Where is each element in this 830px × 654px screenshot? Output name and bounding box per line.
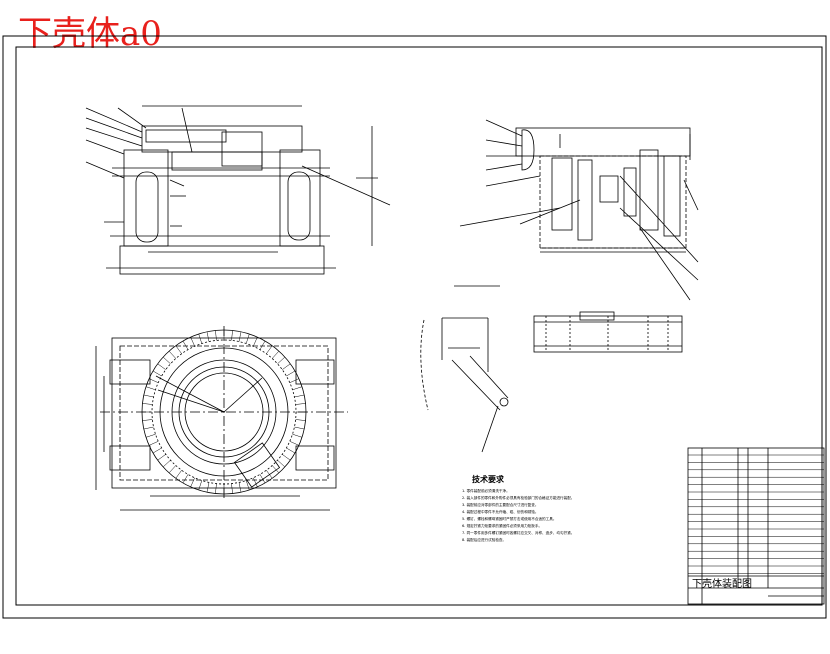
title-block-name: 下壳体装配图 — [692, 579, 752, 590]
ring-tick — [143, 426, 154, 430]
technical-requirements-title: 技术要求 — [472, 475, 504, 484]
ring-tick — [145, 386, 156, 391]
ring-tick — [253, 336, 258, 347]
side-elevation-view — [459, 119, 699, 301]
ring-tick — [266, 345, 273, 354]
ring-tick — [238, 482, 242, 493]
parts-list-table — [687, 447, 825, 605]
ring-tick — [206, 331, 210, 342]
ring-tick — [292, 433, 303, 438]
ring-tick — [286, 370, 296, 377]
ring-tick — [182, 340, 189, 350]
ring-tick — [245, 333, 250, 344]
inner-border — [15, 46, 823, 606]
ring-tick — [168, 350, 176, 359]
ring-tick — [277, 356, 286, 364]
ring-tick — [175, 470, 182, 479]
ring-tick — [206, 482, 210, 493]
ring-tick — [157, 454, 166, 461]
ring-tick — [259, 474, 266, 484]
ring-tick — [272, 350, 280, 359]
ring-tick — [162, 460, 171, 468]
ring-tick — [148, 378, 159, 383]
ring-tick — [272, 465, 280, 474]
ring-tick — [190, 477, 195, 488]
tech-note: 4. 装配过程中零件不允许磕、碰、划伤和锈蚀。 — [462, 510, 539, 514]
ring-tick — [152, 447, 162, 454]
plan-view — [95, 326, 348, 511]
ring-tick — [175, 345, 182, 354]
ring-tick — [231, 483, 233, 494]
ring-tick — [142, 403, 153, 405]
ring-tick — [266, 470, 273, 479]
ring-tick — [143, 394, 154, 398]
outer-border — [2, 35, 827, 619]
ring-tick — [215, 483, 217, 494]
tech-note: 7. 同一零件用多件螺钉紧固时各螺钉应交叉、对称、逐步、均匀拧紧。 — [462, 531, 575, 535]
tech-note: 3. 装配前应对零部件的主要配合尺寸进行复查。 — [462, 503, 539, 507]
ring-tick — [292, 386, 303, 391]
ring-tick — [277, 460, 286, 468]
ring-tick — [190, 336, 195, 347]
tech-note: 5. 螺钉、螺栓和螺母紧固时严禁打击或使用不合适的工具。 — [462, 517, 557, 521]
ring-tick — [142, 419, 153, 421]
ring-tick — [295, 419, 306, 421]
ring-tick — [259, 340, 266, 350]
beam-detail-view — [533, 311, 683, 353]
tech-note: 1. 零件装配前必须清洗干净。 — [462, 489, 510, 493]
ring-tick — [168, 465, 176, 474]
ring-tick — [282, 454, 291, 461]
front-elevation-view — [85, 105, 391, 275]
ring-tick — [148, 441, 159, 446]
ring-tick — [294, 426, 305, 430]
ring-tick — [294, 394, 305, 398]
ring-tick — [238, 331, 242, 342]
ring-tick — [253, 477, 258, 488]
ring-tick — [162, 356, 171, 364]
ring-tick — [215, 330, 217, 341]
ring-tick — [231, 330, 233, 341]
ring-tick — [289, 441, 300, 446]
ring-tick — [182, 474, 189, 484]
ring-tick — [295, 403, 306, 405]
ring-tick — [198, 480, 203, 491]
tech-note: 8. 装配后应进行试验检查。 — [462, 538, 507, 542]
ring-tick — [198, 333, 203, 344]
ring-tick — [152, 370, 162, 377]
ring-tick — [286, 447, 296, 454]
ring-tick — [245, 480, 250, 491]
tech-note: 2. 装入部件的零件和外购件必须具有检验部门的合格证方能进行装配。 — [462, 496, 575, 500]
ring-tick — [289, 378, 300, 383]
tech-note: 6. 规定拧紧力矩要求的紧固件必须采用力矩扳手。 — [462, 524, 543, 528]
technical-requirements-notes: 1. 零件装配前必须清洗干净。 2. 装入部件的零件和外购件必须具有检验部门的合格… — [462, 488, 652, 544]
ring-tick — [157, 363, 166, 370]
detail-section-view — [420, 285, 509, 453]
ring-tick — [282, 363, 291, 370]
ring-tick — [145, 433, 156, 438]
